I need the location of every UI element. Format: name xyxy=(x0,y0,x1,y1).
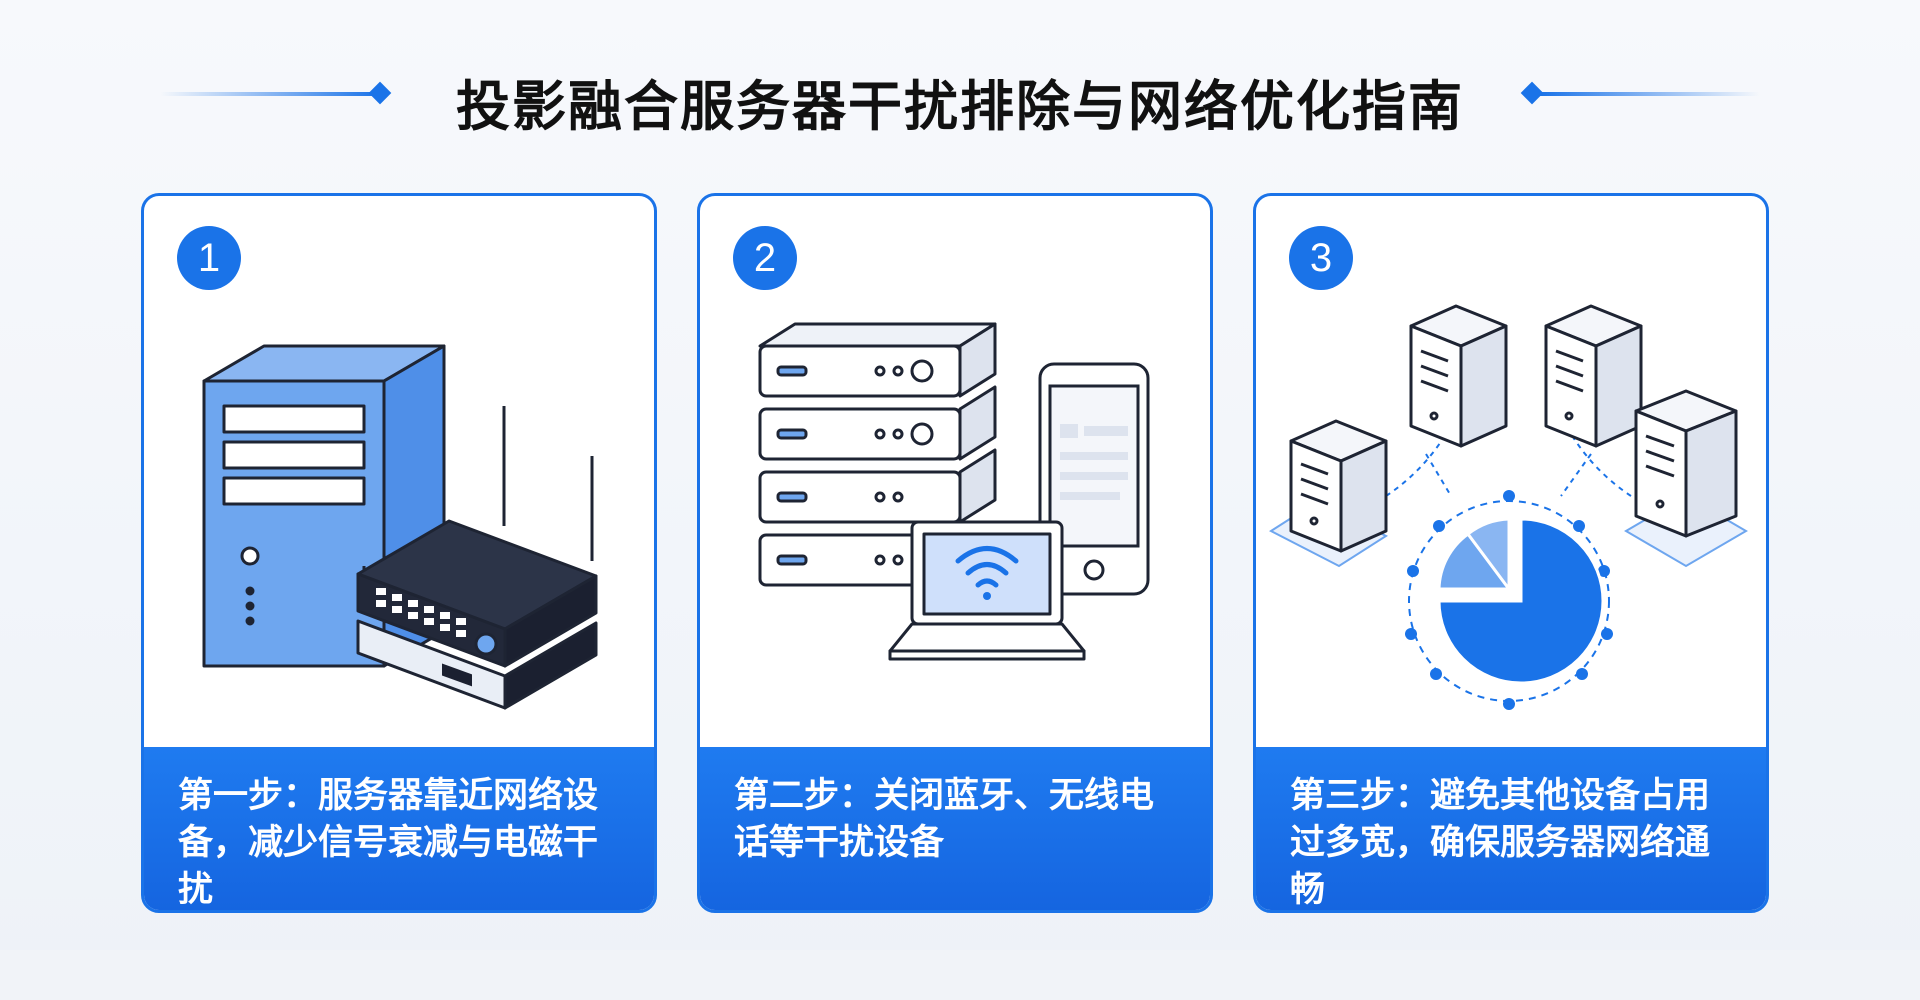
router-icon xyxy=(356,406,598,710)
title-decoration-right xyxy=(1540,92,1760,96)
server-router-illustration xyxy=(202,344,598,710)
step-card-3: 3 第三步：避免其他设备占用过多宽，确保服务器网络通畅 xyxy=(1253,193,1769,913)
step-number-badge: 2 xyxy=(733,226,797,290)
server-tower-icon xyxy=(1544,304,1643,448)
bottom-band xyxy=(0,950,1920,1000)
rack-server-icon xyxy=(758,322,997,587)
page-title: 投影融合服务器干扰排除与网络优化指南 xyxy=(456,75,1464,138)
interference-devices-illustration xyxy=(758,322,1150,661)
bandwidth-network-illustration xyxy=(1268,304,1748,710)
laptop-icon xyxy=(888,520,1086,661)
step-card-2: 2 第二步：关闭蓝牙、无线电话等干扰设备 xyxy=(697,193,1213,913)
wifi-icon xyxy=(955,546,1019,600)
server-tower-icon xyxy=(1409,304,1508,448)
title-decoration-left xyxy=(160,92,380,96)
smartphone-icon xyxy=(1038,362,1150,596)
server-tower-icon xyxy=(1634,389,1738,538)
step-number-badge: 3 xyxy=(1289,226,1353,290)
server-tower-icon xyxy=(1289,419,1388,553)
step-card-1: 1 第一步：服务器靠近网络设备，减少信号衰减与电磁干扰 xyxy=(141,193,657,913)
step-caption: 第二步：关闭蓝牙、无线电话等干扰设备 xyxy=(700,747,1210,910)
step-number-badge: 1 xyxy=(177,226,241,290)
step-caption: 第一步：服务器靠近网络设备，减少信号衰减与电磁干扰 xyxy=(144,747,654,910)
step-caption: 第三步：避免其他设备占用过多宽，确保服务器网络通畅 xyxy=(1256,747,1766,910)
title-row: 投影融合服务器干扰排除与网络优化指南 xyxy=(0,50,1920,140)
pie-chart-icon xyxy=(1437,517,1605,685)
